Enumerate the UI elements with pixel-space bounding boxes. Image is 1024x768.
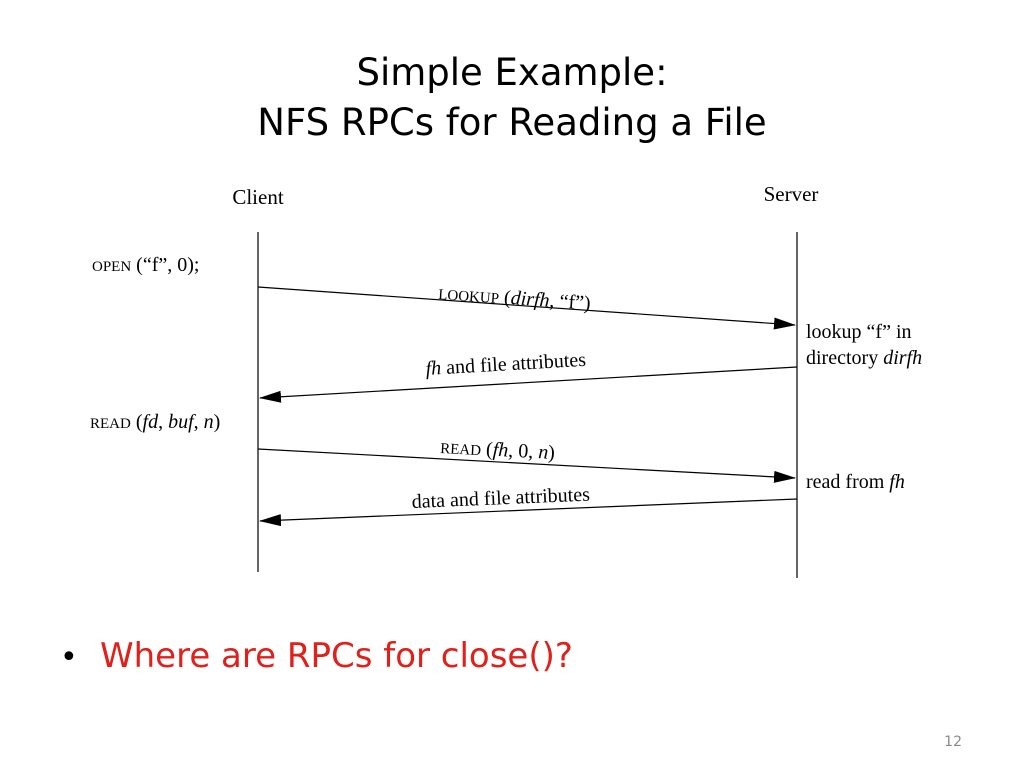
client-header: Client	[232, 185, 283, 209]
open-call-name: OPEN	[92, 259, 131, 275]
lookup-reply-arrow	[259, 366, 798, 403]
read-request-label: READ(fh, 0, n)	[440, 436, 556, 464]
read-request-arrow	[257, 448, 796, 483]
slide-title: Simple Example: NFS RPCs for Reading a F…	[0, 48, 1024, 148]
slide-number: 12	[944, 734, 962, 750]
slide-title-line-1: Simple Example:	[356, 51, 668, 94]
server-header: Server	[764, 182, 819, 206]
open-call-args: (“f”, 0);	[136, 254, 199, 276]
slide-title-line-2: NFS RPCs for Reading a File	[257, 101, 767, 144]
server-lookup-action-line-1: lookup “f” in	[806, 321, 912, 343]
lookup-request-label: LOOKUP(dirfh, “f”)	[438, 282, 592, 315]
bullet-text: Where are RPCs for close()?	[100, 636, 573, 676]
read-call-label: READ(fd, buf, n)	[90, 411, 220, 433]
server-lookup-action-line-2: directory dirfh	[806, 347, 922, 369]
bullet-list: • Where are RPCs for close()?	[60, 630, 573, 684]
bullet-dot-icon: •	[60, 640, 78, 675]
server-read-action: read from fh	[806, 471, 905, 493]
open-call-label: OPEN (“f”, 0);	[92, 254, 199, 276]
lookup-reply-label: fh and file attributes	[425, 349, 587, 380]
lookup-request-arrow	[257, 286, 796, 330]
read-reply-arrow	[259, 498, 798, 527]
bullet-item: • Where are RPCs for close()?	[60, 630, 573, 684]
